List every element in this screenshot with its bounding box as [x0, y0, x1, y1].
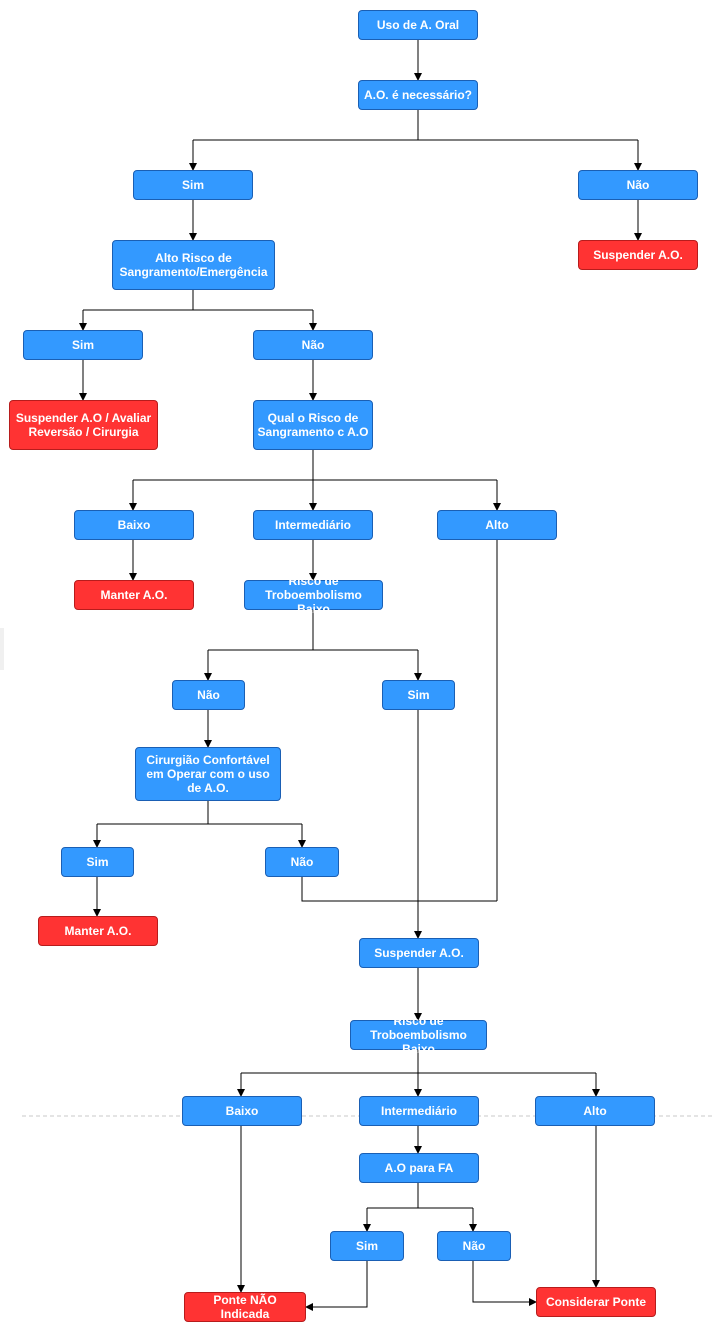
decision-cirurgiao-confortavel[interactable]: Cirurgião Confortável em Operar com o us…	[135, 747, 281, 801]
node-label: Não	[626, 178, 650, 192]
node-label: Intermediário	[380, 1104, 458, 1118]
edge-qual-risco-split	[133, 450, 497, 481]
action-manter-ao-node[interactable]: Manter A.O.	[74, 580, 194, 610]
node-label: Não	[197, 688, 220, 702]
decision-risco-troboembolismo[interactable]: Risco de Troboembolismo Baixo	[350, 1014, 487, 1056]
node-label: Ponte NÃO Indicada	[213, 1293, 277, 1321]
edge-nao5-to-considerar	[472, 1261, 537, 1306]
node-label: Sim	[86, 855, 109, 869]
start-node-uso-ao[interactable]: Uso de A. Oral	[358, 10, 478, 40]
answer-nao-node[interactable]: Não	[253, 330, 373, 360]
node-label: Considerar Ponte	[545, 1295, 647, 1309]
node-label: Não	[301, 338, 325, 352]
node-label: A.O para FA	[384, 1161, 454, 1175]
edge-nao4-to-merge	[301, 877, 497, 902]
answer-sim-node[interactable]: Sim	[133, 170, 253, 200]
answer-sim-node[interactable]: Sim	[23, 330, 143, 360]
outcome-considerar-ponte[interactable]: Considerar Ponte	[536, 1287, 656, 1317]
decision-ao-necessario[interactable]: A.O. é necessário?	[358, 80, 478, 110]
side-panel-tab[interactable]	[0, 628, 4, 670]
action-manter-ao-node[interactable]: Manter A.O.	[38, 916, 158, 946]
outcome-ponte-nao-indicada[interactable]: Ponte NÃO Indicada	[184, 1292, 306, 1322]
node-label: Risco de Troboembolismo Baixo	[265, 574, 362, 616]
node-label: Não	[462, 1239, 486, 1253]
node-label: Uso de A. Oral	[376, 18, 460, 32]
answer-nao-node[interactable]: Não	[437, 1231, 511, 1261]
answer-sim-node[interactable]: Sim	[330, 1231, 404, 1261]
edge-necessario-split	[193, 110, 638, 141]
edge-cirurgiao-split	[97, 801, 302, 825]
node-label: Manter A.O.	[100, 588, 168, 602]
node-label: Sim	[71, 338, 94, 352]
node-label: Suspender A.O / Avaliar Reversão / Cirur…	[15, 411, 152, 439]
answer-intermediario-node[interactable]: Intermediário	[359, 1096, 479, 1126]
answer-intermediario-node[interactable]: Intermediário	[253, 510, 373, 540]
node-label: Qual o Risco de Sangramento c A.O	[257, 411, 369, 439]
answer-baixo-node[interactable]: Baixo	[74, 510, 194, 540]
decision-ao-para-fa[interactable]: A.O para FA	[359, 1153, 479, 1183]
edge-sim5-to-ponte-nao	[305, 1261, 368, 1311]
answer-baixo-node[interactable]: Baixo	[182, 1096, 302, 1126]
edge-trombo1-split	[208, 610, 418, 651]
node-label: Sim	[407, 688, 430, 702]
node-label: Manter A.O.	[64, 924, 132, 938]
decision-alto-risco-sangramento[interactable]: Alto Risco de Sangramento/Emergência	[112, 240, 275, 290]
node-label: Alto Risco de Sangramento/Emergência	[119, 251, 268, 279]
node-label: Sim	[181, 178, 204, 192]
node-label: Sim	[355, 1239, 378, 1253]
node-label: Baixo	[117, 518, 151, 532]
answer-nao-node[interactable]: Não	[578, 170, 698, 200]
decision-risco-troboembolismo[interactable]: Risco de Troboembolismo Baixo	[244, 574, 383, 616]
answer-alto-node[interactable]: Alto	[535, 1096, 655, 1126]
answer-nao-node[interactable]: Não	[172, 680, 245, 710]
node-label: Cirurgião Confortável em Operar com o us…	[146, 753, 270, 795]
action-suspender-ao-node[interactable]: Suspender A.O.	[578, 240, 698, 270]
node-label: Suspender A.O.	[593, 248, 683, 262]
node-label: Suspender A.O.	[374, 946, 464, 960]
decision-qual-risco-sangramento[interactable]: Qual o Risco de Sangramento c A.O	[253, 400, 373, 450]
answer-sim-node[interactable]: Sim	[382, 680, 455, 710]
answer-sim-node[interactable]: Sim	[61, 847, 134, 877]
node-label: A.O. é necessário?	[363, 88, 473, 102]
node-label: Baixo	[225, 1104, 259, 1118]
node-label: Alto	[485, 518, 509, 532]
node-label: Não	[290, 855, 314, 869]
edge-alto-risco-split	[83, 290, 313, 311]
node-label: Intermediário	[274, 518, 352, 532]
edge-ao-fa-split	[367, 1183, 473, 1209]
action-suspender-avaliar-node[interactable]: Suspender A.O / Avaliar Reversão / Cirur…	[9, 400, 158, 450]
answer-alto-node[interactable]: Alto	[437, 510, 557, 540]
answer-nao-node[interactable]: Não	[265, 847, 339, 877]
node-label: Risco de Troboembolismo Baixo	[370, 1014, 467, 1056]
action-suspender-ao-node[interactable]: Suspender A.O.	[359, 938, 479, 968]
node-label: Alto	[583, 1104, 607, 1118]
